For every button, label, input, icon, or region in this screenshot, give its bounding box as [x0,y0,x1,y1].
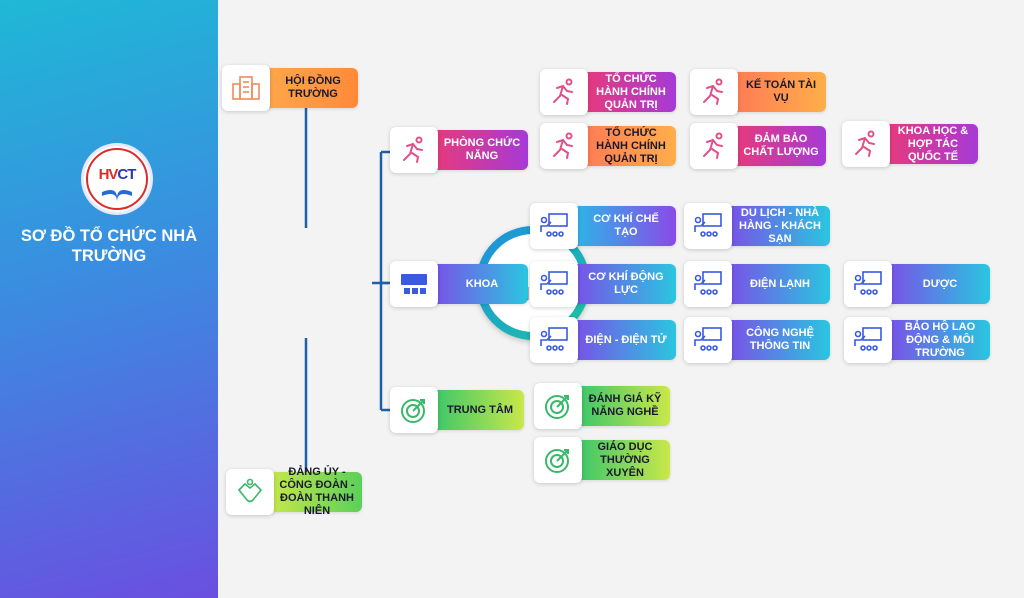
school-logo: HVCT [84,146,150,212]
node-k5[interactable]: DƯỢC [844,261,990,307]
node-label: ĐIỆN LẠNH [726,264,830,304]
building-icon [222,65,270,111]
node-label: ĐIỆN - ĐIỆN TỬ [572,320,676,360]
node-t2[interactable]: GIÁO DỤC THƯỜNG XUYÊN [534,437,670,483]
faculty-icon [530,203,578,249]
node-label: CƠ KHÍ ĐỘNG LỰC [572,264,676,304]
handshake-icon [226,469,274,515]
node-trung-tam[interactable]: TRUNG TÂM [390,387,524,433]
runner-icon [390,127,438,173]
target-icon [534,437,582,483]
faculty-icon [530,317,578,363]
node-label: TỔ CHỨC HÀNH CHÍNH QUẢN TRỊ [582,126,676,166]
node-label: GIÁO DỤC THƯỜNG XUYÊN [576,440,670,480]
node-label: TỔ CHỨC HÀNH CHÍNH QUẢN TRỊ [582,72,676,112]
node-t1[interactable]: ĐÁNH GIÁ KỸ NĂNG NGHỀ [534,383,670,429]
node-label: TRUNG TÂM [432,390,524,430]
node-dang-uy[interactable]: ĐẢNG ỦY - CÔNG ĐOÀN - ĐOÀN THANH NIÊN [226,466,362,517]
presentation-icon [390,261,438,307]
node-label: DƯỢC [886,264,990,304]
runner-icon [540,69,588,115]
runner-icon [690,69,738,115]
node-khoa[interactable]: KHOA [390,261,528,307]
node-p2[interactable]: KẾ TOÁN TÀI VỤ [690,69,826,115]
node-hoi-dong[interactable]: HỘI ĐỒNG TRƯỜNG [222,65,358,111]
faculty-icon [684,261,732,307]
node-label: DU LỊCH - NHÀ HÀNG - KHÁCH SẠN [726,206,830,246]
node-label: KẾ TOÁN TÀI VỤ [732,72,826,112]
node-label: CÔNG NGHỆ THÔNG TIN [726,320,830,360]
node-k2[interactable]: DU LỊCH - NHÀ HÀNG - KHÁCH SẠN [684,203,830,249]
node-p5[interactable]: KHOA HỌC & HỢP TÁC QUỐC TẾ [842,121,978,167]
node-label: KHOA HỌC & HỢP TÁC QUỐC TẾ [884,124,978,164]
runner-icon [690,123,738,169]
node-phong-chuc-nang[interactable]: PHÒNG CHỨC NĂNG [390,127,528,173]
node-label: ĐẢM BẢO CHẤT LƯỢNG [732,126,826,166]
runner-icon [540,123,588,169]
node-label: PHÒNG CHỨC NĂNG [432,130,528,170]
node-label: KHOA [432,264,528,304]
sidebar: HVCT SƠ ĐỒ TỔ CHỨC NHÀ TRƯỜNG [0,0,218,598]
node-label: ĐẢNG ỦY - CÔNG ĐOÀN - ĐOÀN THANH NIÊN [268,466,362,517]
connector-lines [304,104,390,478]
node-p4[interactable]: ĐẢM BẢO CHẤT LƯỢNG [690,123,826,169]
faculty-icon [530,261,578,307]
faculty-icon [684,317,732,363]
node-label: CƠ KHÍ CHẾ TẠO [572,206,676,246]
node-p3[interactable]: TỔ CHỨC HÀNH CHÍNH QUẢN TRỊ [540,123,676,169]
faculty-icon [844,317,892,363]
target-icon [390,387,438,433]
org-chart-canvas: HỘI ĐỒNG TRƯỜNG ĐẢNG ỦY - CÔNG ĐOÀN - ĐO… [218,0,1024,598]
node-k3[interactable]: CƠ KHÍ ĐỘNG LỰC [530,261,676,307]
node-k4[interactable]: ĐIỆN LẠNH [684,261,830,307]
faculty-icon [844,261,892,307]
node-k7[interactable]: CÔNG NGHỆ THÔNG TIN [684,317,830,363]
node-k6[interactable]: ĐIỆN - ĐIỆN TỬ [530,317,676,363]
runner-icon [842,121,890,167]
node-label: BẢO HỘ LAO ĐỘNG & MÔI TRƯỜNG [886,320,990,360]
node-p1[interactable]: TỔ CHỨC HÀNH CHÍNH QUẢN TRỊ [540,69,676,115]
node-k8[interactable]: BẢO HỘ LAO ĐỘNG & MÔI TRƯỜNG [844,317,990,363]
faculty-icon [684,203,732,249]
node-label: HỘI ĐỒNG TRƯỜNG [264,68,358,108]
target-icon [534,383,582,429]
page-title: SƠ ĐỒ TỔ CHỨC NHÀ TRƯỜNG [20,227,198,265]
node-k1[interactable]: CƠ KHÍ CHẾ TẠO [530,203,676,249]
node-label: ĐÁNH GIÁ KỸ NĂNG NGHỀ [576,386,670,426]
